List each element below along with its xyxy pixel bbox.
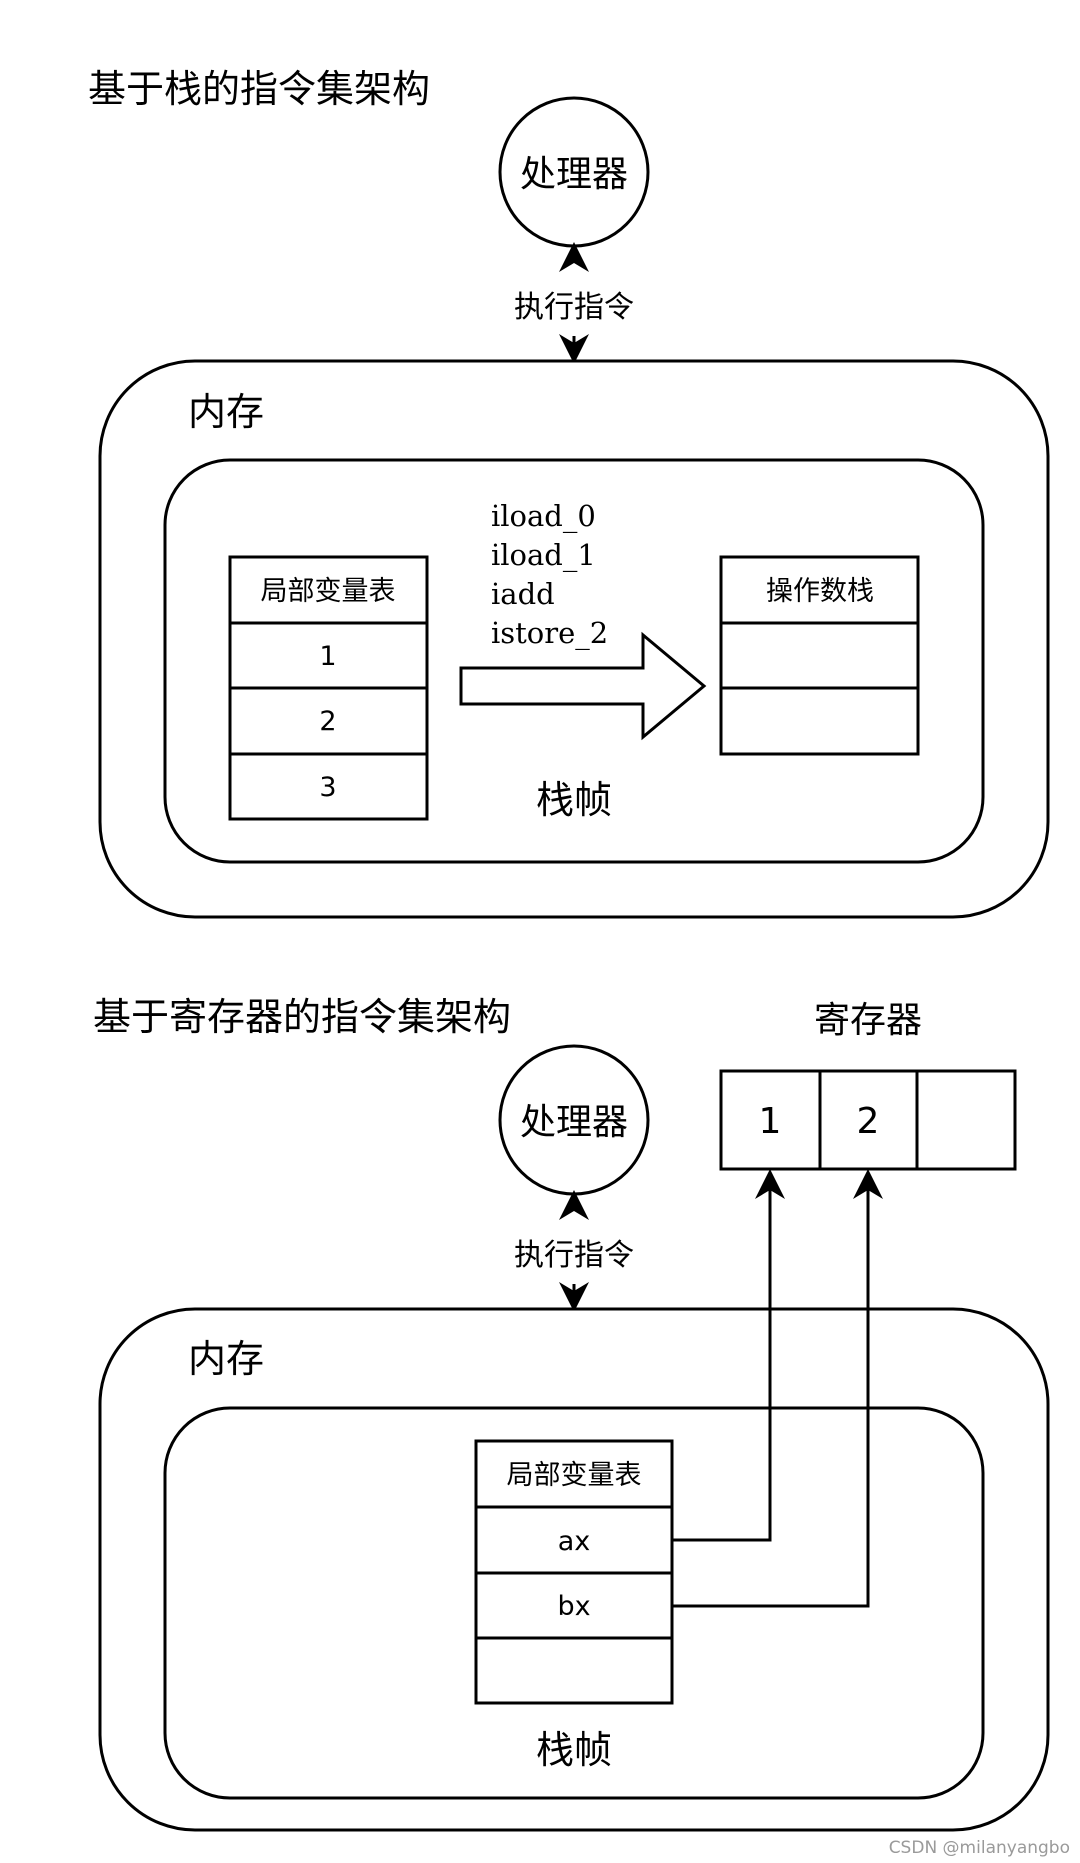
operand-stack-header: 操作数栈 <box>766 576 874 607</box>
instruction: iload_1 <box>491 538 596 573</box>
register-local-var-row: bx <box>557 1591 590 1622</box>
stack-instruction-list: iload_0 iload_1 iadd istore_2 <box>491 499 608 651</box>
ax-to-register-1-arrow <box>672 1169 785 1542</box>
instruction: istore_2 <box>491 616 608 651</box>
data-flow-block-arrow <box>459 631 707 741</box>
bx-to-register-2-arrow <box>672 1169 883 1608</box>
register-local-var-header: 局部变量表 <box>507 1460 642 1491</box>
register-processor-label: 处理器 <box>520 1102 628 1143</box>
register-arch-title: 基于寄存器的指令集架构 <box>93 995 511 1039</box>
stack-local-var-row: 3 <box>319 772 336 803</box>
instruction: iload_0 <box>491 499 596 534</box>
stack-arch-title: 基于栈的指令集架构 <box>88 67 430 111</box>
register-cell: 2 <box>857 1101 880 1142</box>
register-memory-label: 内存 <box>188 1337 264 1381</box>
register-exec-label: 执行指令 <box>514 1238 634 1273</box>
register-array: 1 2 <box>719 1069 1017 1171</box>
stack-processor-label: 处理器 <box>520 154 628 195</box>
stack-exec-label: 执行指令 <box>514 290 634 325</box>
watermark-text: CSDN @milanyangbo <box>889 1838 1070 1858</box>
stack-local-var-table: 局部变量表 1 2 3 <box>228 555 429 821</box>
stack-local-var-row: 1 <box>319 641 336 672</box>
register-local-var-row: ax <box>558 1526 591 1557</box>
operand-stack-table: 操作数栈 <box>719 555 920 756</box>
stack-local-var-row: 2 <box>319 706 336 737</box>
register-local-var-table: 局部变量表 ax bx <box>474 1439 674 1705</box>
instruction: iadd <box>491 577 555 611</box>
stack-local-var-header: 局部变量表 <box>261 576 396 607</box>
register-cell: 1 <box>759 1101 782 1142</box>
stack-frame-label: 栈帧 <box>536 778 612 822</box>
register-frame-label: 栈帧 <box>536 1728 612 1772</box>
stack-memory-label: 内存 <box>188 390 264 434</box>
registers-label: 寄存器 <box>814 1000 922 1041</box>
